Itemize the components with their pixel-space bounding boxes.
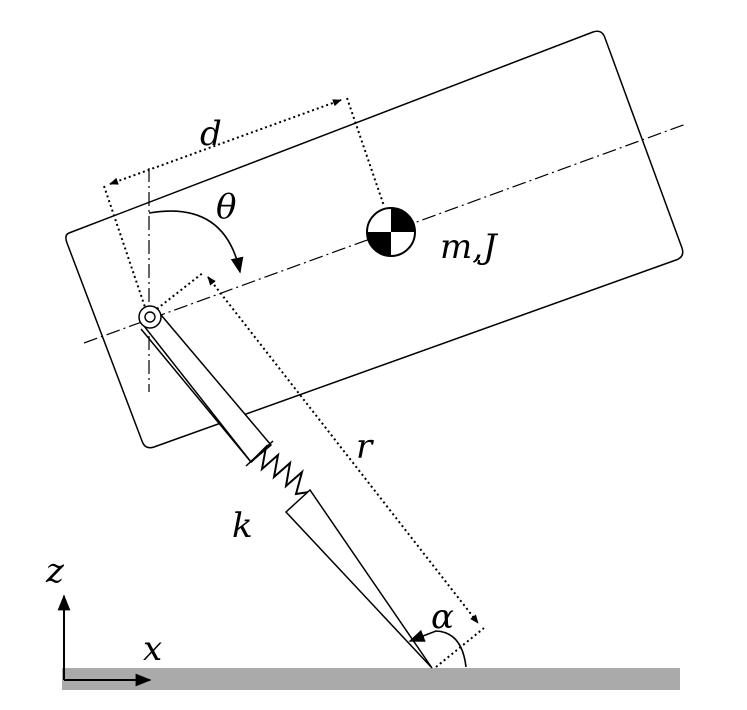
label-x: x [143,629,162,669]
leg-lower-segment [284,488,433,669]
label-alpha: α [431,597,454,637]
ground-plane [62,668,680,690]
theta-arc [148,210,244,274]
label-d: d [200,114,222,154]
d-dimension-arrow [109,99,342,185]
label-theta: θ [216,187,236,227]
spring-coil [250,444,310,496]
r-extension-top [152,271,205,313]
center-of-mass-symbol [366,207,416,257]
label-z: z [45,551,65,591]
r-extension-bottom [435,627,485,668]
r-dimension-arrow [207,276,479,624]
hip-joint-inner [144,311,156,323]
alpha-arc [408,629,467,668]
label-mass-inertia: m,J [440,227,499,267]
body-rectangle [65,30,684,449]
label-k: k [232,506,253,546]
d-extension-right [346,97,385,207]
label-r: r [356,427,374,467]
spring-cap-top [245,440,274,467]
leg-upper-edge [140,328,252,463]
